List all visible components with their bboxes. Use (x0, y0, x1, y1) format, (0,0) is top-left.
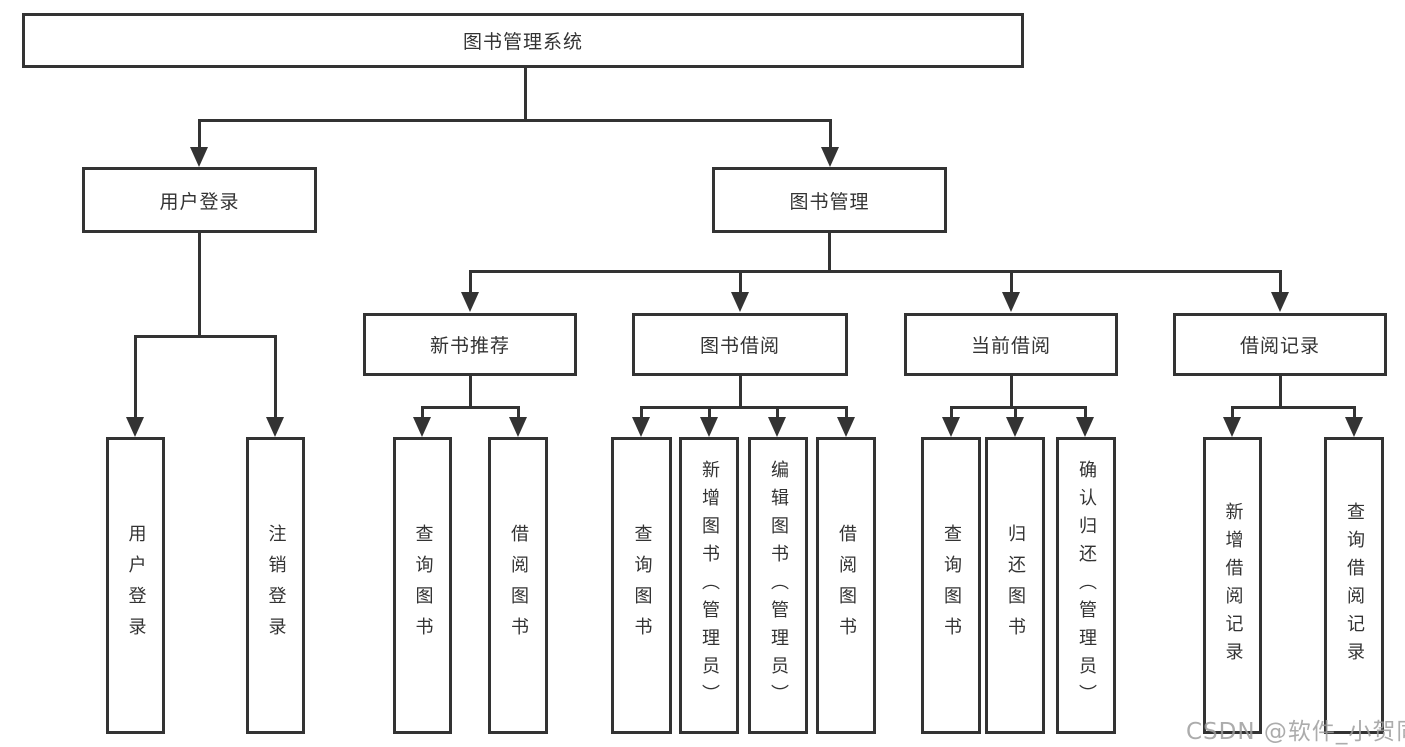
connector-vline (828, 233, 831, 273)
connector-hline (198, 119, 832, 122)
leaf-add-books-admin-label: 新增图书（管理员） (699, 459, 720, 712)
connector-vline (1010, 376, 1013, 409)
arrowhead-down (1271, 292, 1289, 312)
leaf-newbooks-query-books: 查询图书 (393, 437, 452, 734)
leaf-user-login: 用户登录 (106, 437, 165, 734)
arrowhead-down (942, 417, 960, 437)
arrowhead-down (509, 417, 527, 437)
connector-vline (134, 335, 137, 419)
arrowhead-down (266, 417, 284, 437)
connector-vline (1014, 406, 1017, 419)
connector-vline (274, 335, 277, 419)
connector-vline (708, 406, 711, 419)
arrowhead-down (126, 417, 144, 437)
node-current-borrow-label: 当前借阅 (970, 335, 1051, 357)
node-new-book-recommend-label: 新书推荐 (429, 335, 510, 357)
connector-hline (469, 270, 1282, 273)
arrowhead-down (1006, 417, 1024, 437)
node-book-management: 图书管理 (712, 167, 947, 233)
connector-vline (1279, 270, 1282, 295)
node-book-borrow-label: 图书借阅 (699, 335, 780, 357)
leaf-borrow-query-books: 查询图书 (611, 437, 672, 734)
arrowhead-down (731, 292, 749, 312)
leaf-add-borrow-record: 新增借阅记录 (1203, 437, 1262, 734)
arrowhead-down (768, 417, 786, 437)
node-book-management-label: 图书管理 (789, 190, 870, 213)
leaf-add-books-admin: 新增图书（管理员） (679, 437, 739, 734)
connector-vline (845, 406, 848, 419)
node-current-borrow: 当前借阅 (904, 313, 1118, 376)
connector-vline (524, 68, 527, 121)
arrowhead-down (190, 147, 208, 167)
csdn-watermark: CSDN @软件_小贺同学 (1186, 719, 1405, 745)
leaf-query-borrow-record-label: 查询借阅记录 (1344, 501, 1365, 670)
connector-vline (1010, 270, 1013, 295)
leaf-return-books: 归还图书 (985, 437, 1045, 734)
leaf-logout: 注销登录 (246, 437, 305, 734)
arrowhead-down (1002, 292, 1020, 312)
connector-vline (469, 270, 472, 295)
node-book-borrow: 图书借阅 (632, 313, 848, 376)
connector-vline (950, 406, 953, 419)
connector-vline (517, 406, 520, 419)
node-root-label: 图书管理系统 (462, 31, 583, 53)
leaf-current-query-books-label: 查询图书 (941, 523, 962, 648)
leaf-edit-books-admin-label: 编辑图书（管理员） (768, 459, 789, 712)
leaf-edit-books-admin: 编辑图书（管理员） (748, 437, 808, 734)
connector-vline (1084, 406, 1087, 419)
connector-hline (134, 335, 277, 338)
leaf-borrow-borrow-books-label: 借阅图书 (836, 523, 857, 648)
leaf-borrow-query-books-label: 查询图书 (631, 523, 653, 648)
connector-vline (739, 270, 742, 295)
connector-hline (421, 406, 520, 409)
arrowhead-down (632, 417, 650, 437)
leaf-logout-label: 注销登录 (265, 523, 287, 648)
node-borrow-records: 借阅记录 (1173, 313, 1387, 376)
connector-vline (198, 233, 201, 338)
node-new-book-recommend: 新书推荐 (363, 313, 577, 376)
connector-hline (1231, 406, 1356, 409)
connector-vline (1231, 406, 1234, 419)
arrowhead-down (413, 417, 431, 437)
leaf-borrow-borrow-books: 借阅图书 (816, 437, 876, 734)
leaf-confirm-return-admin-label: 确认归还（管理员） (1076, 459, 1097, 712)
leaf-user-login-label: 用户登录 (125, 523, 147, 648)
connector-vline (739, 376, 742, 409)
arrowhead-down (461, 292, 479, 312)
leaf-confirm-return-admin: 确认归还（管理员） (1056, 437, 1116, 734)
leaf-query-borrow-record: 查询借阅记录 (1324, 437, 1384, 734)
connector-vline (198, 119, 201, 151)
arrowhead-down (1223, 417, 1241, 437)
arrowhead-down (700, 417, 718, 437)
connector-vline (640, 406, 643, 419)
connector-vline (469, 376, 472, 409)
node-user-login-label: 用户登录 (159, 190, 240, 213)
connector-vline (1353, 406, 1356, 419)
node-root: 图书管理系统 (22, 13, 1024, 68)
leaf-newbooks-borrow-books: 借阅图书 (488, 437, 548, 734)
arrowhead-down (1345, 417, 1363, 437)
connector-vline (829, 119, 832, 151)
arrowhead-down (821, 147, 839, 167)
leaf-return-books-label: 归还图书 (1005, 523, 1026, 648)
connector-hline (950, 406, 1087, 409)
node-user-login: 用户登录 (82, 167, 317, 233)
arrowhead-down (1076, 417, 1094, 437)
leaf-current-query-books: 查询图书 (921, 437, 981, 734)
connector-vline (421, 406, 424, 419)
connector-vline (776, 406, 779, 419)
node-borrow-records-label: 借阅记录 (1239, 335, 1320, 357)
leaf-newbooks-query-books-label: 查询图书 (412, 523, 434, 648)
leaf-add-borrow-record-label: 新增借阅记录 (1222, 501, 1244, 670)
leaf-newbooks-borrow-books-label: 借阅图书 (508, 523, 529, 648)
connector-vline (1279, 376, 1282, 409)
connector-hline (640, 406, 848, 409)
arrowhead-down (837, 417, 855, 437)
